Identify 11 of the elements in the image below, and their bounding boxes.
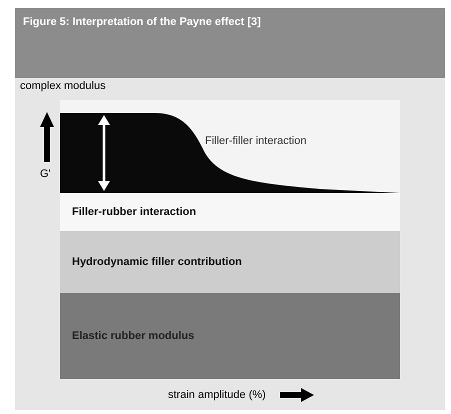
- axis-symbol: G': [40, 168, 51, 180]
- region-label: Filler-filler interaction: [205, 135, 306, 147]
- band-label: Elastic rubber modulus: [72, 330, 194, 342]
- axis-label: strain amplitude (%): [168, 389, 266, 401]
- layer-band: [60, 193, 400, 231]
- figure-title: Figure 5: Interpretation of the Payne effect [3]: [15, 8, 445, 78]
- axis-label: complex modulus: [20, 80, 106, 92]
- layer-band: [60, 231, 400, 293]
- band-label: Hydrodynamic filler contribution: [72, 256, 242, 268]
- layer-band: [60, 293, 400, 379]
- band-label: Filler-rubber interaction: [72, 206, 196, 218]
